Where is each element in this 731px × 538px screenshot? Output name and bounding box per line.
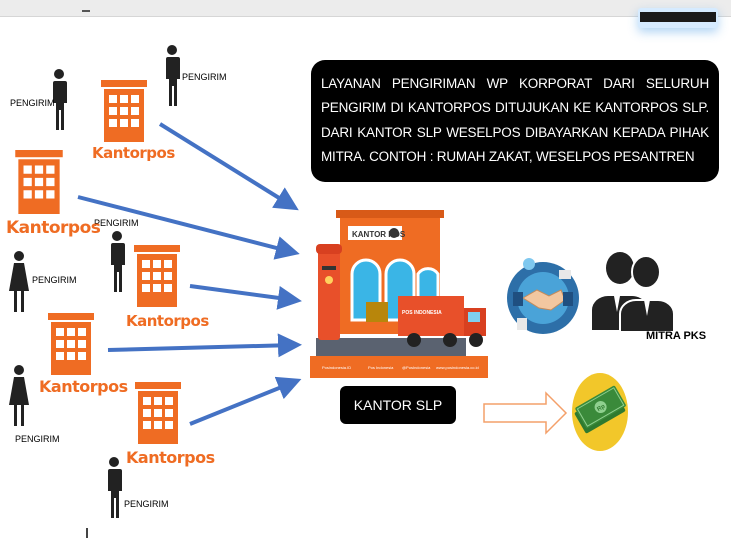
window-top-bar [0, 0, 731, 17]
money-icon: Rp [572, 373, 628, 451]
arrow-3 [189, 284, 302, 310]
kantor-pos-building-illustration: KANTOR POS POS INDONESIA Posindonesia.ID… [310, 210, 488, 378]
person-female-icon [9, 250, 29, 312]
arrow-5 [189, 376, 302, 426]
top-bar-mark [82, 2, 90, 12]
mitra-pks-label: MITRA PKS [646, 330, 707, 342]
kantorpos-building-icon [134, 382, 182, 444]
info-box: LAYANAN PENGIRIMAN WP KORPORAT DARI SELU… [311, 60, 719, 182]
person-icon [50, 68, 68, 130]
pengirim-label: PENGIRIM [15, 434, 60, 444]
person-icon [105, 456, 123, 518]
footer-item: Pos Indonesia [368, 365, 394, 370]
person-icon [108, 230, 126, 292]
kantorpos-building-icon [134, 245, 180, 307]
kantorpos-label: Kantorpos [126, 448, 215, 467]
kantorpos-building-icon [48, 313, 94, 375]
person-icon [163, 44, 181, 106]
arrow-4 [107, 333, 302, 358]
arrow-2 [77, 195, 300, 260]
money-badge-text: Rp [596, 404, 606, 413]
footer-item: @PosIndonesia [402, 365, 431, 370]
footer-item: Posindonesia.ID [322, 365, 351, 370]
pengirim-label: PENGIRIM [124, 499, 169, 509]
mitra-people-icon [592, 252, 675, 333]
kantorpos-label: Kantorpos [39, 377, 128, 396]
footer-item: www.posindonesia.co.id [436, 365, 479, 370]
kantorpos-label: Kantorpos [126, 312, 209, 330]
kantorpos-label: Kantorpos [92, 144, 175, 162]
kantorpos-building-icon [101, 80, 147, 142]
kantorpos-building-icon [15, 150, 63, 214]
corner-widget[interactable] [638, 8, 718, 28]
pengirim-label: PENGIRIM [94, 218, 139, 228]
bottom-mark [86, 528, 88, 538]
person-female-icon [9, 364, 29, 426]
handshake-globe-icon [507, 258, 579, 334]
kantor-slp-box: KANTOR SLP [340, 386, 456, 424]
pengirim-label: PENGIRIM [10, 98, 55, 108]
pengirim-label: PENGIRIM [32, 275, 77, 285]
building-sign-text: KANTOR POS [352, 230, 406, 239]
truck-text: POS INDONESIA [402, 310, 442, 316]
hollow-arrow [483, 391, 568, 435]
arrow-1 [158, 122, 299, 211]
kantorpos-label: Kantorpos [6, 218, 101, 238]
pengirim-label: PENGIRIM [182, 72, 227, 82]
